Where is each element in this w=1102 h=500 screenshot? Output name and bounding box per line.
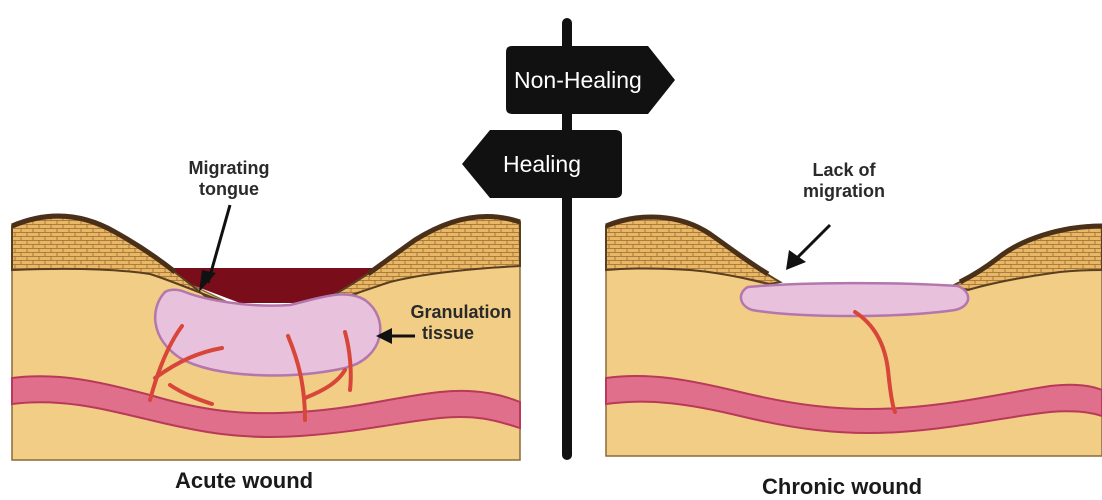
chronic-wound-panel: [606, 217, 1102, 456]
caption-acute-wound: Acute wound: [175, 468, 313, 494]
sign-healing-label: Healing: [503, 150, 581, 178]
caption-chronic-wound: Chronic wound: [762, 474, 922, 500]
sign-non-healing-label: Non-Healing: [514, 66, 642, 94]
label-migrating-tongue-line2: tongue: [168, 179, 290, 200]
label-lack-of-migration: Lack of migration: [786, 160, 902, 202]
label-lack-of-migration-line2: migration: [786, 181, 902, 202]
label-granulation-tissue: Granulation tissue: [396, 302, 526, 344]
label-granulation-tissue-line1: Granulation: [396, 302, 526, 323]
label-migrating-tongue: Migrating tongue: [168, 158, 290, 200]
label-migrating-tongue-line1: Migrating: [168, 158, 290, 179]
label-lack-of-migration-line1: Lack of: [786, 160, 902, 181]
label-granulation-tissue-line2: tissue: [396, 323, 526, 344]
